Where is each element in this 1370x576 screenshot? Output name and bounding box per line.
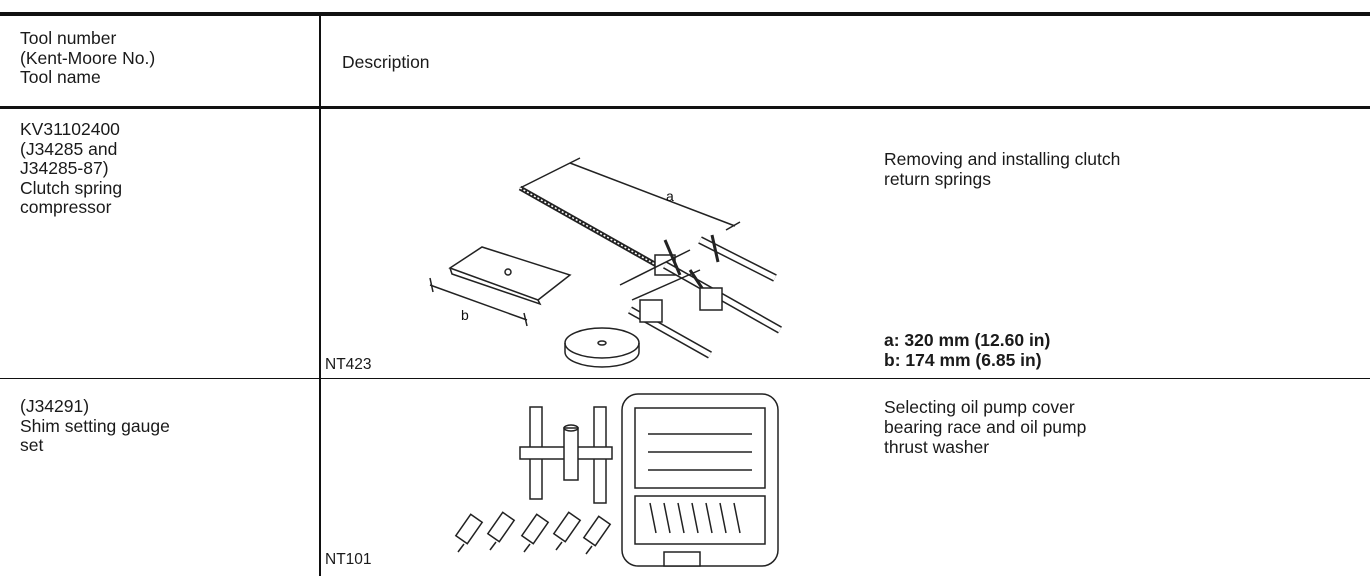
shim-setting-gauge-set-illustration bbox=[454, 393, 779, 567]
spec-b: b: 174 mm (6.85 in) bbox=[884, 350, 1042, 370]
header-description-column: Description bbox=[342, 52, 430, 72]
figure-code: NT101 bbox=[325, 551, 372, 568]
tool-info: (J34291) Shim setting gauge set bbox=[20, 396, 170, 455]
dimension-label-a: a bbox=[666, 188, 674, 204]
row-divider bbox=[0, 378, 1370, 379]
dimension-label-b: b bbox=[461, 307, 469, 323]
description-text: Removing and installing clutch return sp… bbox=[884, 149, 1121, 189]
header-tool-column: Tool number (Kent-Moore No.) Tool name bbox=[20, 28, 156, 87]
clutch-spring-compressor-illustration: a b bbox=[429, 157, 782, 368]
column-divider bbox=[319, 14, 321, 576]
description-text: Selecting oil pump cover bearing race an… bbox=[884, 397, 1087, 457]
spec-a: a: 320 mm (12.60 in) bbox=[884, 330, 1051, 350]
header-bottom-rule bbox=[0, 106, 1370, 109]
tool-info: KV31102400 (J34285 and J34285-87) Clutch… bbox=[20, 119, 123, 217]
figure-code: NT423 bbox=[325, 356, 372, 373]
table-top-rule bbox=[0, 12, 1370, 16]
